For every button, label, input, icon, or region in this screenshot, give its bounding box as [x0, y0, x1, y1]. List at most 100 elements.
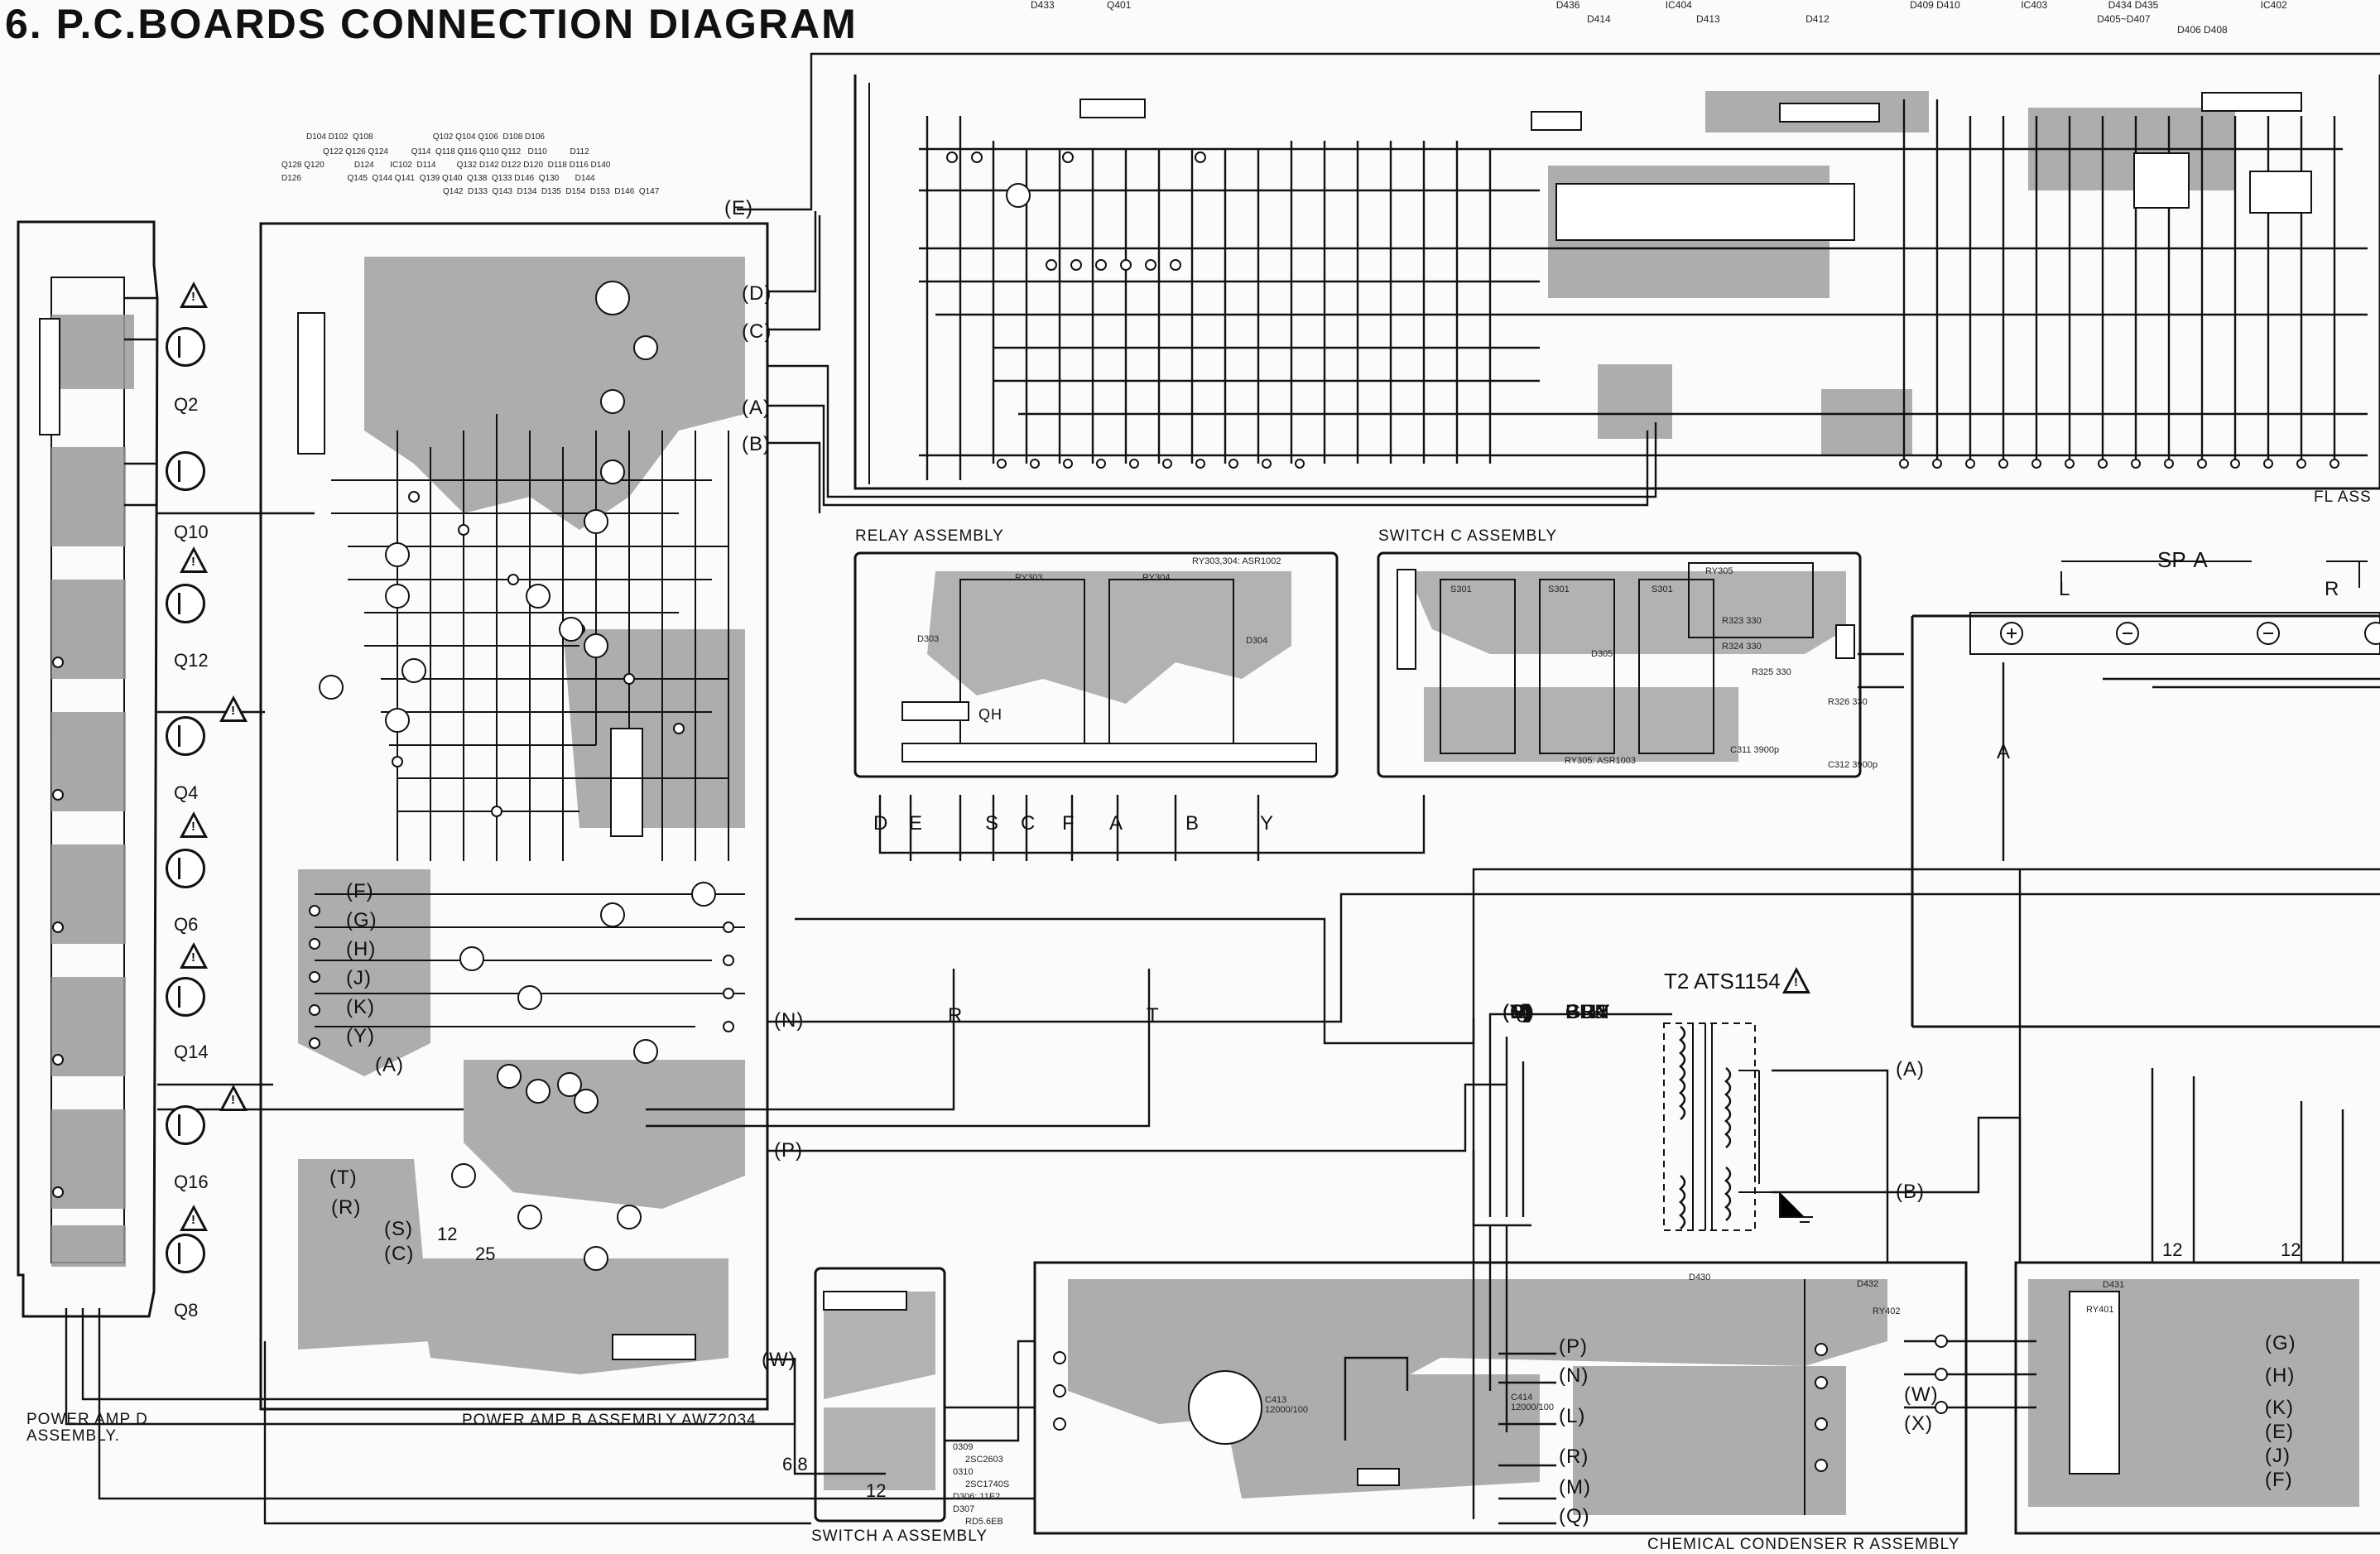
chem-conn-x: (X) — [1904, 1412, 1933, 1435]
pab-left-r: (R) — [331, 1196, 362, 1219]
pab-left-y: (Y) — [346, 1025, 375, 1047]
switch-c-part-r325: R325 330 — [1752, 667, 1791, 677]
switch-c-part-r326: R326 330 — [1828, 697, 1868, 707]
switch-c-part-d305: D305 — [1591, 649, 1613, 659]
warning-icon: ! — [219, 1085, 248, 1111]
transformer-wire: (T) GRY — [1503, 1000, 1611, 1024]
pab-connector-e: (E) — [724, 197, 753, 219]
wire-label-r: R — [948, 1004, 964, 1027]
relay-conn-b: B — [1185, 812, 1200, 835]
transistor-q4 — [166, 716, 205, 756]
relay-conn-e: E — [909, 812, 924, 835]
chem-conn-n: (N) — [1559, 1364, 1589, 1387]
transformer-wire-color: BRN — [1565, 1001, 1610, 1023]
fl-label-ic402: IC402 — [2260, 0, 2287, 11]
warning-icon: ! — [219, 695, 248, 722]
right-conn-k: (K) — [2265, 1397, 2294, 1419]
fl-label-q401: Q401 — [1107, 0, 1132, 11]
switch-a-part: D307 — [953, 1504, 975, 1514]
chem-part-c414: C414 12000/100 — [1511, 1393, 1554, 1412]
switch-a-part: 2SC1740S — [965, 1479, 1010, 1489]
pab-label-row: Q142 D133 Q143 D134 D135 D154 D153 D146 … — [443, 187, 660, 196]
pab-left-c: (C) — [384, 1243, 415, 1265]
transformer-output-a: (A) — [1896, 1058, 1925, 1080]
fl-label-ic404: IC404 — [1665, 0, 1692, 11]
chem-conn-w: (W) — [1904, 1383, 1939, 1406]
speaker-terminal-block — [1911, 560, 2380, 1028]
page-title: 6. P.C.BOARDS CONNECTION DIAGRAM — [5, 1, 858, 47]
right-partial-board — [2014, 1261, 2380, 1535]
warning-icon: ! — [180, 546, 208, 573]
misc-number: 25 — [475, 1244, 496, 1264]
switch-a-part: D306: 11E2 — [953, 1492, 1001, 1502]
chem-part-ry401: RY401 — [2086, 1305, 2114, 1315]
right-conn-h: (H) — [2265, 1364, 2296, 1387]
transformer-wire: (N) GRY — [1503, 1000, 1611, 1024]
transistor-q8 — [166, 1234, 205, 1273]
right-board-connectors: (G) (H) (K) (E) (J) (F) — [2265, 1331, 2296, 1491]
pab-header-labels: D104 D102 Q108 Q102 Q104 Q106 D108 D106 … — [281, 132, 770, 196]
relay-conn-f: F — [1062, 812, 1075, 835]
transformer-wire: (M) BLU — [1503, 1000, 1607, 1024]
right-conn-f: (F) — [2265, 1469, 2293, 1491]
switch-c-board — [1377, 551, 1862, 778]
pab-left-j: (J) — [346, 967, 372, 989]
transformer-wire-color: GRY — [1565, 1001, 1611, 1023]
speaker-label: SP-A — [2157, 547, 2208, 572]
transistor-q14 — [166, 977, 205, 1017]
fl-label: FL ASS — [2314, 488, 2372, 506]
pab-transistors — [319, 183, 1031, 1271]
transistor-label: Q6 — [174, 914, 199, 935]
transformer-terminal: (R) — [1503, 1001, 1533, 1023]
power-amp-d-board — [17, 220, 159, 1318]
warning-icon: ! — [180, 281, 208, 308]
pab-left-connectors: (F) (G) (H) (J) (K) (Y) (A) — [346, 879, 403, 1076]
transistor-label: Q4 — [174, 782, 199, 803]
power-amp-d-label: POWER AMP D ASSEMBLY. — [26, 1411, 148, 1445]
transformer-t2 — [1663, 1022, 1813, 1231]
warning-icon: ! — [180, 1205, 208, 1231]
switch-c-part-ry305: RY305 — [1705, 566, 1733, 576]
switch-c-part-c311: C311 3900p — [1730, 745, 1780, 755]
warning-icon: ! — [1782, 967, 1810, 994]
transformer-terminal: (N) — [1503, 1001, 1533, 1023]
transformer-terminal: (U) — [1503, 1001, 1533, 1023]
relay-conn-d: D — [873, 812, 889, 835]
transformer-terminal: (P) — [1503, 1001, 1531, 1023]
relay-part-qh: QH — [978, 706, 1002, 723]
wiring — [65, 52, 2380, 1525]
relay-board — [853, 551, 1339, 778]
relay-conn-c: C — [1021, 812, 1036, 835]
right-conn-g: (G) — [2265, 1332, 2296, 1354]
pab-left-k: (K) — [346, 996, 375, 1018]
transistor-q10 — [166, 451, 205, 491]
transformer-wire: (L) BRN — [1503, 1000, 1610, 1024]
transformer-wire-color: GRY — [1565, 1001, 1611, 1023]
transformer-terminal: (L) — [1503, 1001, 1530, 1023]
transformer-terminal: (Q) — [1503, 1001, 1534, 1023]
pab-connector-c: (C) — [742, 320, 772, 343]
pab-connector-b: (B) — [742, 433, 771, 455]
transistor-q2 — [166, 327, 205, 367]
relay-part-note: RY303,304: ASR1002 — [1192, 556, 1281, 566]
fl-label-d405: D405~D407 — [2097, 13, 2151, 25]
chem-left-connectors: (P) (N) (L) (R) (M) (Q) — [1559, 1335, 1591, 1528]
switch-a-label: SWITCH A ASSEMBLY — [811, 1528, 988, 1545]
misc-number: 12 — [437, 1224, 458, 1244]
fl-label-d433: D433 — [1031, 0, 1055, 11]
transformer-wire-color: PUR — [1565, 1001, 1610, 1023]
fl-label-d409: D409 D410 — [1910, 0, 1960, 11]
pab-connector-a: (A) — [742, 397, 771, 419]
pab-label-row: Q128 Q120 D124 IC102 D114 Q132 D142 D122… — [281, 161, 611, 170]
chem-conn-p: (P) — [1559, 1335, 1588, 1358]
fl-label-row2: D414 D413 D412 D405~D407 — [1587, 14, 2150, 24]
fl-label-d412: D412 — [1805, 13, 1829, 25]
transistor-q12 — [166, 584, 205, 623]
transformer-terminal: (N) — [1503, 1001, 1533, 1023]
switch-c-label: SWITCH C ASSEMBLY — [1378, 527, 1558, 545]
transistor-label: Q16 — [174, 1172, 209, 1192]
pab-left-h: (H) — [346, 938, 377, 960]
transformer-output-b: (B) — [1896, 1181, 1925, 1203]
pab-label-row: D126 Q145 Q144 Q141 Q139 Q140 Q138 Q133 … — [281, 174, 595, 183]
